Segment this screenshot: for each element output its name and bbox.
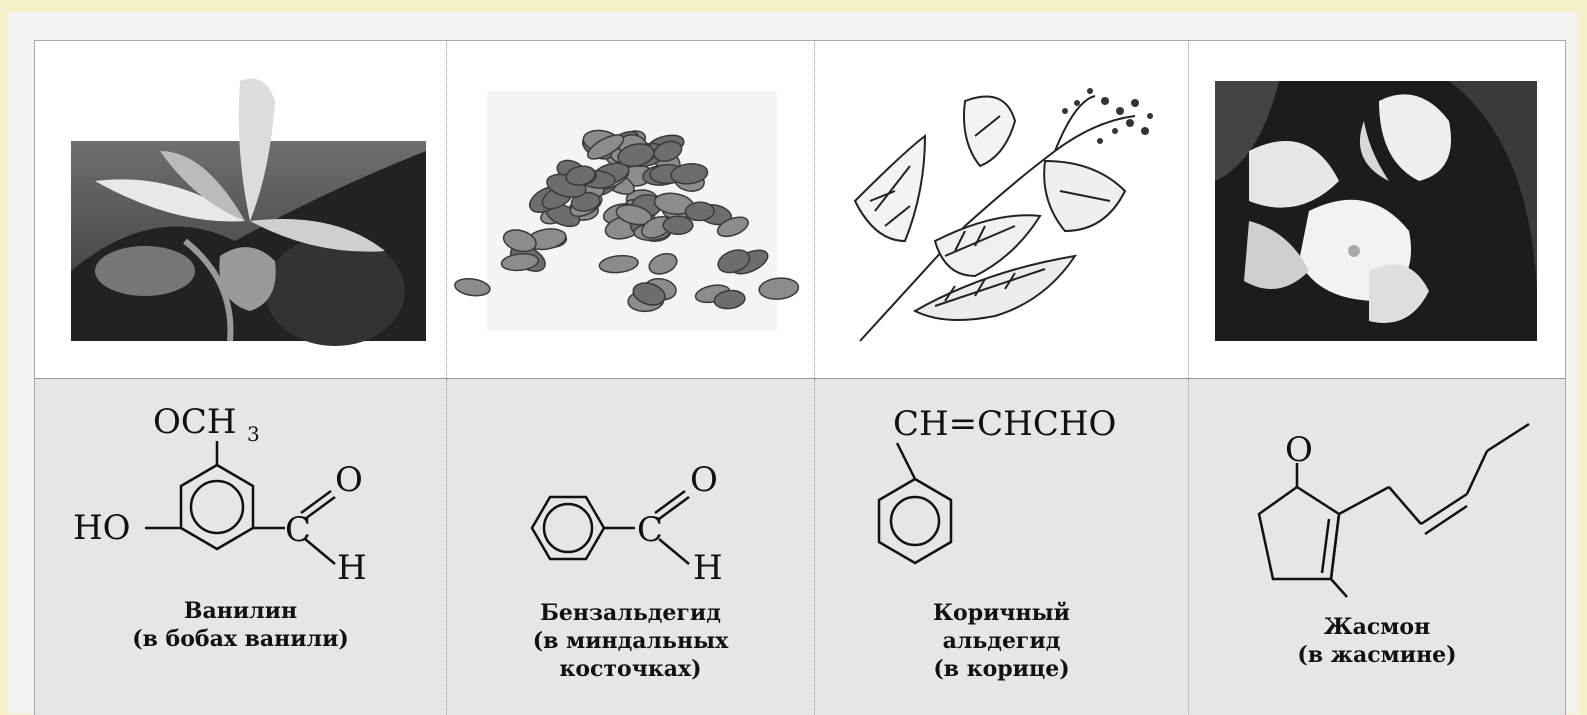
vanillin-caption: Ванилин (в бобах ванили) xyxy=(35,597,446,653)
caption-line: (в миндальных xyxy=(532,628,729,654)
caption-line: (в корице) xyxy=(933,656,1070,682)
almond-seed xyxy=(758,277,800,300)
almond-seed xyxy=(502,229,537,253)
caption-line: Бензальдегид xyxy=(540,600,721,626)
caption-line: Коричный xyxy=(933,600,1070,626)
almond-seed xyxy=(617,143,655,168)
hydrogen-atom-label: H xyxy=(693,548,723,588)
figure-grid: OCH 3 HO C O H Ванилин (в бобах ванили) xyxy=(34,40,1566,715)
jasmine-flower-photo-icon xyxy=(1215,81,1537,341)
caption-line: Ванилин xyxy=(183,598,298,624)
almond-seed xyxy=(684,201,715,222)
almond-seed xyxy=(565,165,596,186)
almond-seed xyxy=(598,254,639,274)
almond-seed xyxy=(717,249,751,274)
almond-seed xyxy=(662,215,694,236)
hydrogen-atom-label: H xyxy=(337,548,367,588)
almond-seed xyxy=(500,252,540,272)
almond-seeds-photo-icon xyxy=(454,91,800,331)
cinnamaldehyde-caption: Коричный альдегид (в корице) xyxy=(815,599,1188,683)
oxygen-atom-label: O xyxy=(690,460,718,500)
almond-seed xyxy=(670,163,709,185)
jasmone-structure: O xyxy=(1257,422,1530,598)
figure-frame: OCH 3 HO C O H Ванилин (в бобах ванили) xyxy=(8,12,1579,715)
hydroxy-group-label: HO xyxy=(73,508,131,548)
caption-line: Жасмон xyxy=(1323,614,1431,640)
almond-seed xyxy=(586,134,625,160)
almond-seed xyxy=(648,252,678,275)
oxygen-atom-label: O xyxy=(1285,430,1313,470)
carbon-atom-label: C xyxy=(285,510,311,550)
oxygen-atom-label: O xyxy=(335,460,363,500)
methoxy-subscript: 3 xyxy=(247,422,260,446)
side-chain-label: CH=CHCHO xyxy=(893,404,1116,444)
jasmine-image-cell xyxy=(1189,41,1565,378)
almond-seed xyxy=(632,282,666,306)
benzaldehyde-caption: Бензальдегид (в миндальных косточках) xyxy=(447,599,814,683)
vanillin-cell: OCH 3 HO C O H Ванилин (в бобах ванили) xyxy=(35,379,447,715)
carbon-atom-label: C xyxy=(637,510,663,550)
benzaldehyde-structure: C O H xyxy=(530,460,723,588)
caption-line: альдегид xyxy=(942,628,1061,654)
vanillin-structure: OCH 3 HO C O H xyxy=(73,402,367,588)
caption-line: (в жасмине) xyxy=(1297,642,1457,668)
caption-line: (в бобах ванили) xyxy=(132,626,349,652)
cinnamon-branch-drawing-icon xyxy=(853,88,1153,342)
almond-seed xyxy=(713,289,746,310)
almond-seed xyxy=(653,140,683,162)
jasmone-cell: O Жасмон (в жасмине) xyxy=(1189,379,1565,715)
almond-image-cell xyxy=(447,41,815,378)
cinnamaldehyde-cell: CH=CHCHO Коричный альдегид (в корице) xyxy=(815,379,1189,715)
cinnamon-image-cell xyxy=(815,41,1189,378)
vanilla-image-cell xyxy=(35,41,447,378)
jasmone-caption: Жасмон (в жасмине) xyxy=(1189,613,1565,669)
methoxy-group-label: OCH xyxy=(153,402,237,442)
benzaldehyde-cell: C O H Бензальдегид (в миндальных косточк… xyxy=(447,379,815,715)
caption-line: косточках) xyxy=(559,656,702,682)
almond-seed xyxy=(454,277,491,297)
vanilla-flower-photo-icon xyxy=(71,78,426,346)
image-row xyxy=(35,41,1565,379)
formula-row: OCH 3 HO C O H Ванилин (в бобах ванили) xyxy=(35,379,1565,715)
cinnamaldehyde-structure: CH=CHCHO xyxy=(877,404,1116,565)
almond-seed xyxy=(716,216,749,238)
